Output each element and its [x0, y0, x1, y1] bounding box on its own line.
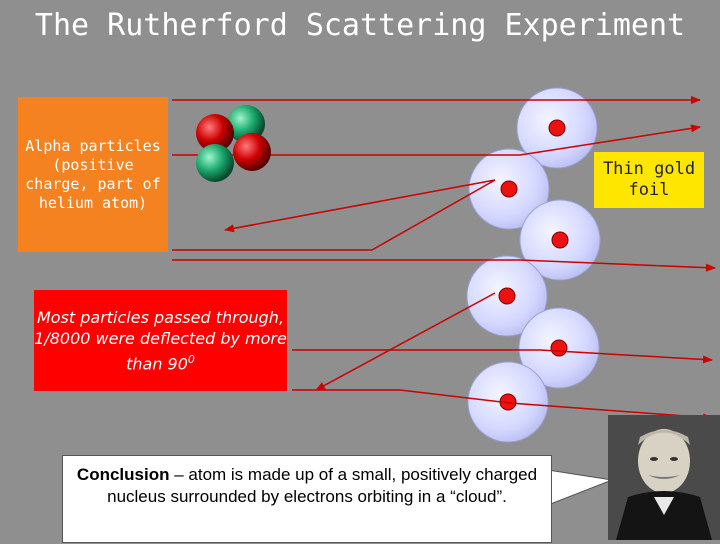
trajectory-deflected [292, 349, 713, 364]
scientist-portrait [608, 415, 720, 540]
portrait-illustration [608, 415, 720, 540]
gold-foil-atoms [466, 87, 601, 443]
trajectory-backscatter [172, 179, 496, 251]
alpha-particles-label: Alpha particles (positive charge, part o… [25, 136, 161, 212]
nucleus-icon [551, 231, 569, 249]
nucleus-icon [498, 287, 516, 305]
deflection-note: Most particles passed through, 1/8000 we… [34, 307, 287, 374]
deflection-note-box: Most particles passed through, 1/8000 we… [34, 290, 287, 391]
degree-superscript: 0 [187, 352, 195, 366]
trajectory-deflected [172, 124, 701, 156]
gold-foil-label-box: Thin gold foil [594, 152, 704, 208]
conclusion-text: – atom is made up of a small, positively… [107, 465, 538, 506]
nucleus-icon [548, 119, 566, 137]
alpha-particle-icon [196, 105, 271, 182]
conclusion-bubble: Conclusion – atom is made up of a small,… [62, 455, 552, 543]
trajectory-deflected [292, 389, 713, 422]
slide-title: The Rutherford Scattering Experiment [34, 8, 686, 43]
gold-foil-label: Thin gold foil [602, 159, 696, 200]
trajectory-backscatter [315, 292, 496, 391]
alpha-trajectories [172, 96, 716, 422]
conclusion-lead: Conclusion [76, 465, 170, 484]
trajectory-deflected [172, 259, 716, 272]
alpha-particles-label-box: Alpha particles (positive charge, part o… [18, 97, 168, 252]
speech-pointer [547, 469, 614, 506]
nucleus-icon [550, 339, 568, 357]
nucleus-icon [500, 180, 518, 198]
